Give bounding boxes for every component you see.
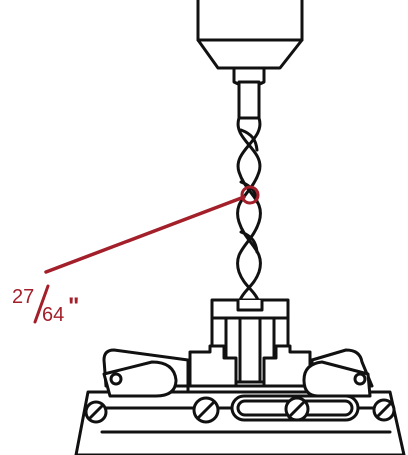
screw-icon: [84, 400, 108, 424]
vise-screws: [84, 396, 396, 424]
leader-line: [44, 195, 246, 274]
fraction-denominator: 64: [42, 304, 64, 326]
v-block-vise: [74, 298, 406, 455]
fraction-unit: ": [68, 293, 79, 320]
screw-icon: [372, 398, 396, 422]
drill-chuck: [196, 0, 304, 88]
fraction-slash: [33, 284, 50, 324]
drill-bit: [236, 80, 262, 302]
fraction-numerator: 27: [12, 286, 34, 308]
measurement-annotation: 27 64 ": [12, 185, 260, 326]
measurement-point-marker: [240, 185, 260, 205]
screw-icon: [284, 396, 310, 422]
screw-icon: [192, 396, 220, 424]
